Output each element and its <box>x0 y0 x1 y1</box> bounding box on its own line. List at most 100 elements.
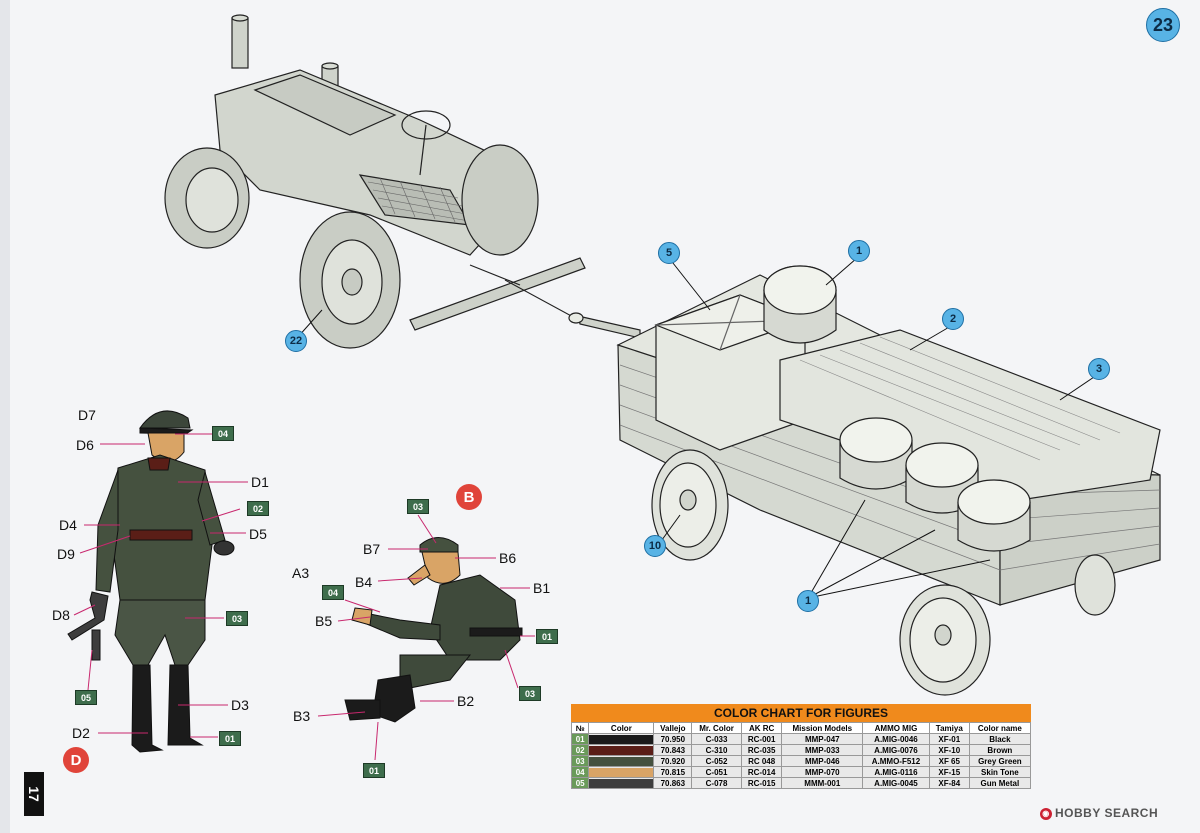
label-b7: B7 <box>363 541 381 557</box>
cell-mission-models: MMP-070 <box>781 766 864 778</box>
cell-ammo-mig: A.MIG-0116 <box>862 766 930 778</box>
color-tag-02-collar: 02 <box>247 501 269 516</box>
cell-color-name: Brown <box>968 744 1032 756</box>
color-tag-04-cap: 04 <box>212 426 234 441</box>
label-d3: D3 <box>231 697 249 713</box>
cell-ak-rc: RC-015 <box>740 777 783 789</box>
label-d4: D4 <box>59 517 77 533</box>
color-chart: COLOR CHART FOR FIGURES № Color Vallejo … <box>570 704 1032 789</box>
cell-color-name: Skin Tone <box>968 766 1032 778</box>
cell-ak-rc: RC 048 <box>740 755 783 767</box>
cell-no: 05 <box>570 777 590 789</box>
color-swatch <box>589 734 654 744</box>
cell-vallejo: 70.950 <box>653 733 693 745</box>
watermark-logo-icon: ◉ <box>1040 807 1052 820</box>
cell-color-swatch <box>588 733 655 745</box>
color-chart-table: № Color Vallejo Mr. Color AK RC Mission … <box>570 722 1032 789</box>
cell-mission-models: MMP-047 <box>781 733 864 745</box>
figure-d-drawing <box>67 410 235 753</box>
cell-mission-models: MMM-001 <box>781 777 864 789</box>
cell-color-swatch <box>588 755 655 767</box>
color-tag-03-cap: 03 <box>407 499 429 514</box>
cell-no: 03 <box>570 755 590 767</box>
page-number: 17 <box>24 772 44 816</box>
color-chart-title: COLOR CHART FOR FIGURES <box>571 704 1031 722</box>
color-swatch <box>589 767 654 777</box>
header-tamiya: Tamiya <box>928 722 970 734</box>
color-swatch <box>589 778 654 788</box>
tow-guide-line <box>504 279 576 319</box>
callout-part-22: 22 <box>285 330 307 352</box>
cell-no: 04 <box>570 766 590 778</box>
figure-d-leaders <box>73 433 248 738</box>
label-d1: D1 <box>251 474 269 490</box>
color-tag-05-gun: 05 <box>75 690 97 705</box>
page-edge <box>0 0 10 833</box>
cell-mr-color: C-078 <box>691 777 742 789</box>
header-ammo-mig: AMMO MIG <box>862 722 930 734</box>
label-d9: D9 <box>57 546 75 562</box>
cell-color-name: Grey Green <box>968 755 1032 767</box>
cell-color-name: Black <box>968 733 1032 745</box>
callout-part-5: 5 <box>658 242 680 264</box>
color-tag-01-boots: 01 <box>363 763 385 778</box>
page-number-text: 17 <box>25 786 42 802</box>
label-d7: D7 <box>78 407 96 423</box>
label-a3: A3 <box>292 565 310 581</box>
cell-ammo-mig: A.MIG-0045 <box>862 777 930 789</box>
header-mr-color: Mr. Color <box>691 722 742 734</box>
watermark-text: HOBBY SEARCH <box>1055 806 1159 820</box>
tractor-drawing <box>164 14 586 349</box>
callout-part-2: 2 <box>942 308 964 330</box>
color-swatch <box>589 745 654 755</box>
cell-ak-rc: RC-014 <box>740 766 783 778</box>
cell-mr-color: C-310 <box>691 744 742 756</box>
header-color-name: Color name <box>968 722 1032 734</box>
cell-ammo-mig: A.MIG-0046 <box>862 733 930 745</box>
figure-b-badge: B <box>456 484 482 510</box>
cell-vallejo: 70.815 <box>653 766 693 778</box>
color-tag-03-tunic: 03 <box>519 686 541 701</box>
trailer-drawing <box>568 265 1161 696</box>
label-b4: B4 <box>355 574 373 590</box>
header-color: Color <box>588 722 655 734</box>
color-tag-01-boots: 01 <box>219 731 241 746</box>
label-b3: B3 <box>293 708 311 724</box>
cell-no: 01 <box>570 733 590 745</box>
cell-tamiya: XF-84 <box>928 777 970 789</box>
label-d8: D8 <box>52 607 70 623</box>
figure-b-leaders <box>317 514 535 761</box>
color-tag-01-belt: 01 <box>536 629 558 644</box>
cell-ak-rc: RC-035 <box>740 744 783 756</box>
label-b5: B5 <box>315 613 333 629</box>
cell-mr-color: C-052 <box>691 755 742 767</box>
label-b6: B6 <box>499 550 517 566</box>
color-chart-header-row: № Color Vallejo Mr. Color AK RC Mission … <box>570 722 1032 734</box>
cell-mr-color: C-033 <box>691 733 742 745</box>
cell-vallejo: 70.843 <box>653 744 693 756</box>
label-d2: D2 <box>72 725 90 741</box>
header-mission-models: Mission Models <box>781 722 864 734</box>
cell-color-swatch <box>588 766 655 778</box>
callout-part-10-wheel: 10 <box>644 535 666 557</box>
cell-color-swatch <box>588 744 655 756</box>
header-vallejo: Vallejo <box>653 722 693 734</box>
cell-tamiya: XF-10 <box>928 744 970 756</box>
cell-ammo-mig: A.MMO-F512 <box>862 755 930 767</box>
label-d6: D6 <box>76 437 94 453</box>
cell-mr-color: C-051 <box>691 766 742 778</box>
cell-mission-models: MMP-033 <box>781 744 864 756</box>
label-b2: B2 <box>457 693 475 709</box>
figure-d-badge: D <box>63 747 89 773</box>
label-d5: D5 <box>249 526 267 542</box>
figure-b-drawing <box>344 537 523 723</box>
cell-color-swatch <box>588 777 655 789</box>
